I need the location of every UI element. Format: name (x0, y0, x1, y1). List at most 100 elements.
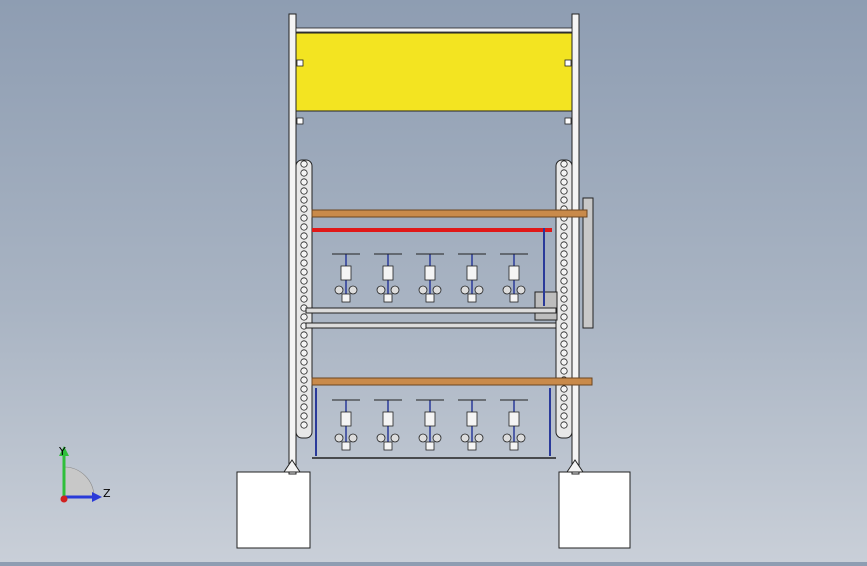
chain-link (560, 394, 568, 402)
chain-link (560, 385, 568, 393)
spindle-foot (341, 441, 351, 451)
spindle-foot (383, 441, 393, 451)
chain-link (300, 169, 308, 177)
spindle-collar (382, 411, 394, 427)
lower-spindle-row (332, 399, 528, 451)
chain-link (560, 367, 568, 375)
spindle-collar (424, 265, 436, 281)
triad-quadrant (63, 466, 95, 498)
spindle-collar (424, 411, 436, 427)
spindle-wheel (516, 433, 526, 443)
chain-link (300, 286, 308, 294)
chain-link (300, 250, 308, 258)
upper-carriage-rail-2 (305, 322, 557, 329)
triad-y-arrow (59, 446, 69, 456)
chain-link (300, 268, 308, 276)
chain-link (300, 367, 308, 375)
chain-link (300, 358, 308, 366)
spindle-foot (425, 441, 435, 451)
chain-link (300, 214, 308, 222)
chain-link (300, 313, 308, 321)
chain-link (300, 385, 308, 393)
chain-link (300, 376, 308, 384)
chain-link (300, 205, 308, 213)
spindle-wheel (376, 285, 386, 295)
spindle-collar (340, 265, 352, 281)
right-post (571, 13, 580, 475)
upper-orange-rod (311, 209, 588, 218)
left-post-foot (283, 459, 301, 473)
chain-link (560, 340, 568, 348)
spindle-wheel (474, 433, 484, 443)
chain-link (560, 295, 568, 303)
spindle-foot (509, 441, 519, 451)
chain-link (300, 403, 308, 411)
triad-origin (60, 495, 68, 503)
panel-bracket (564, 117, 572, 125)
right-chain-track (555, 159, 573, 439)
left-chain-track (295, 159, 313, 439)
upper-red-bar (312, 228, 552, 232)
chain-link (560, 160, 568, 168)
left-base-block (236, 471, 311, 549)
chain-link (560, 250, 568, 258)
spindle-wheel (334, 433, 344, 443)
top-frame-bar (295, 27, 573, 33)
spindle-wheel (502, 433, 512, 443)
chain-link (560, 421, 568, 429)
chain-link (560, 178, 568, 186)
spindle-collar (340, 411, 352, 427)
triad-z-label: Z (103, 487, 111, 500)
chain-link (560, 322, 568, 330)
spindle-collar (508, 411, 520, 427)
spindle-collar (508, 265, 520, 281)
spindle-wheel (432, 285, 442, 295)
coordinate-triad: Y Z (58, 445, 111, 503)
spindle-wheel (516, 285, 526, 295)
chain-link (560, 223, 568, 231)
chain-link (300, 349, 308, 357)
spindle-foot (509, 293, 519, 303)
right-drive-plate (582, 197, 594, 329)
spindle-wheel (502, 285, 512, 295)
chain-link (300, 223, 308, 231)
chain-link (560, 169, 568, 177)
yellow-panel (295, 32, 573, 112)
chain-link (300, 259, 308, 267)
chain-link (300, 160, 308, 168)
chain-link (560, 412, 568, 420)
spindle-collar (466, 411, 478, 427)
chain-link (300, 340, 308, 348)
spindle-wheel (390, 285, 400, 295)
chain-link (300, 421, 308, 429)
chain-link (560, 304, 568, 312)
left-post (288, 13, 297, 475)
spindle-wheel (460, 433, 470, 443)
spindle-wheel (460, 285, 470, 295)
spindle-wheel (418, 285, 428, 295)
lower-orange-rod (311, 377, 593, 386)
chain-link (560, 313, 568, 321)
chain-link (300, 277, 308, 285)
chain-link (560, 358, 568, 366)
chain-link (300, 331, 308, 339)
chain-link (560, 331, 568, 339)
right-post-foot (566, 459, 584, 473)
chain-link (560, 349, 568, 357)
triad-z-arrow (92, 492, 102, 502)
spindle-foot (425, 293, 435, 303)
chain-link (300, 178, 308, 186)
spindle-wheel (474, 285, 484, 295)
spindle-foot (383, 293, 393, 303)
chain-link (300, 394, 308, 402)
chain-link (300, 295, 308, 303)
chain-link (560, 259, 568, 267)
spindle-wheel (418, 433, 428, 443)
chain-link (300, 187, 308, 195)
spindle-foot (467, 293, 477, 303)
chain-link (560, 403, 568, 411)
spindle-foot (341, 293, 351, 303)
spindle-wheel (390, 433, 400, 443)
